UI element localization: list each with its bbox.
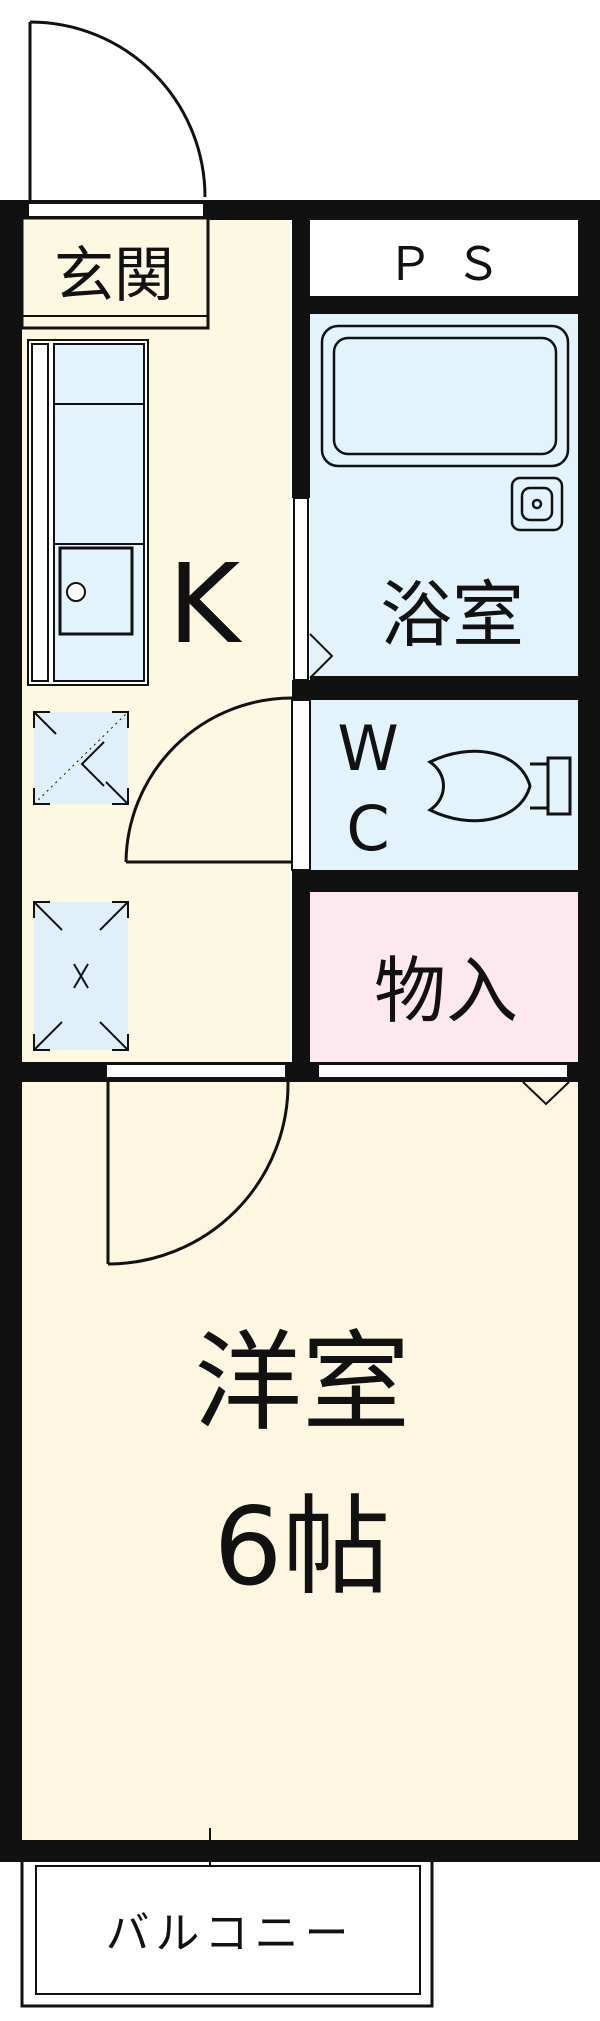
balcony-label: バルコニー xyxy=(105,1908,354,1959)
bath-faucet xyxy=(510,476,564,532)
wc-label-c: C xyxy=(346,792,389,865)
pipe-space-floor xyxy=(310,218,578,296)
wc-door xyxy=(124,696,311,871)
bath-door-opening xyxy=(293,497,309,681)
appliance-space-1 xyxy=(33,711,129,805)
storage-door-opening xyxy=(317,1063,569,1079)
balcony-inner xyxy=(35,1865,421,1995)
toilet xyxy=(427,749,572,823)
entrance-box xyxy=(20,216,210,330)
appliance-space-2 xyxy=(33,901,129,1051)
western-room-floor xyxy=(22,1082,578,1842)
wc-label-w: W xyxy=(337,712,398,785)
bath-label: 浴室 xyxy=(380,573,524,657)
kitchen-room-door-opening xyxy=(105,1063,287,1079)
storage-label: 物入 xyxy=(374,949,518,1033)
room-size-label: 6帖 xyxy=(214,1485,391,1610)
bath-door-arrow xyxy=(309,633,334,679)
bathtub xyxy=(320,324,570,468)
balcony-window xyxy=(22,1828,432,1866)
western-room-label: 洋室 xyxy=(194,1321,410,1446)
entrance-label: 玄関 xyxy=(54,241,174,311)
kitchen-label: K xyxy=(168,540,243,668)
storage-door-arrow xyxy=(522,1081,570,1106)
storage-floor xyxy=(310,892,578,1062)
entrance-opening xyxy=(27,202,205,218)
entrance-door xyxy=(28,20,207,200)
pipe-space-label: ＰＳ xyxy=(387,237,523,291)
western-room-door xyxy=(106,1081,290,1266)
sink-drain xyxy=(66,582,86,602)
